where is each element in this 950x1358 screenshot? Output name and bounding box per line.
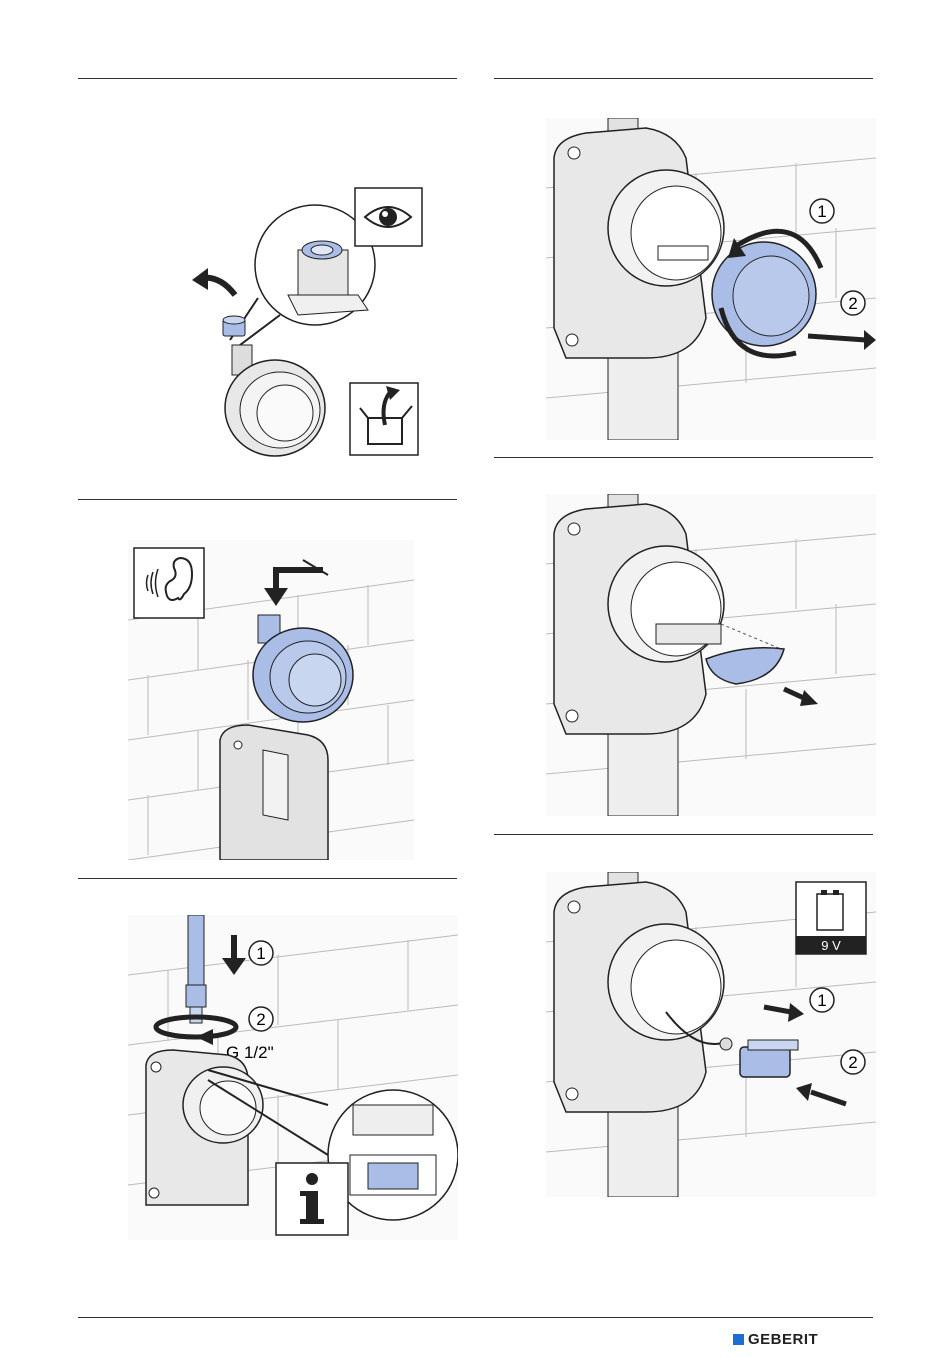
open-box-icon <box>350 383 418 455</box>
callout-1-label: 1 <box>817 202 826 221</box>
callout-2-label: 2 <box>848 1053 857 1072</box>
battery-icon: 9 V <box>796 882 866 954</box>
step-connect-supply: 1 2 G 1/2" <box>128 915 458 1240</box>
callout-2-label: 2 <box>848 294 857 313</box>
callout-1-label: 1 <box>256 944 265 963</box>
rule-right-2 <box>494 457 873 458</box>
step-remove-cover: 1 2 <box>546 118 876 440</box>
footer-rule <box>78 1317 873 1318</box>
step-remove-panel <box>546 494 876 816</box>
info-icon <box>276 1163 348 1235</box>
callout-1-label: 1 <box>817 991 826 1010</box>
brand-name: GEBERIT <box>748 1331 818 1348</box>
rule-left-1 <box>78 78 457 79</box>
step-insert-battery: 1 2 9 V <box>546 872 876 1197</box>
rule-left-3 <box>78 878 457 879</box>
battery-voltage-label: 9 V <box>821 938 841 953</box>
ear-icon <box>134 548 204 618</box>
rule-right-1 <box>494 78 873 79</box>
logo-square-icon <box>733 1334 744 1345</box>
brand-logo: GEBERIT <box>733 1331 818 1348</box>
step-listen-insert <box>128 540 414 860</box>
callout-2-label: 2 <box>256 1010 265 1029</box>
rule-left-2 <box>78 499 457 500</box>
rule-right-3 <box>494 834 873 835</box>
eye-icon <box>355 188 422 246</box>
step-unpack-inspect <box>180 180 430 460</box>
